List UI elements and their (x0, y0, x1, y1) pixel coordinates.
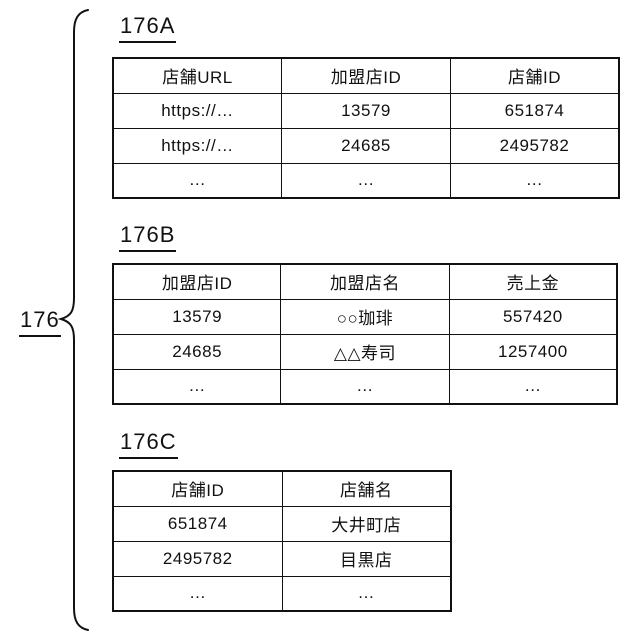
header-cell: 店舗URL (112, 57, 282, 94)
table-176b-label-text: 176B (119, 222, 177, 252)
data-cell: 13579 (280, 92, 451, 129)
data-cell: 13579 (112, 298, 282, 335)
data-cell: 24685 (112, 333, 282, 370)
data-cell: … (280, 368, 450, 405)
table-row: https://… 13579 651874 (112, 92, 620, 129)
data-cell: … (281, 575, 452, 612)
data-cell: △△寿司 (280, 333, 450, 370)
table-row: … … … (112, 368, 618, 405)
data-cell: 651874 (449, 92, 620, 129)
group-label: 176 (19, 307, 61, 337)
data-cell: … (112, 368, 282, 405)
header-cell: 加盟店ID (112, 263, 282, 300)
data-cell: 目黒店 (281, 540, 452, 577)
group-label-text: 176 (19, 307, 61, 337)
data-cell: 2495782 (449, 127, 620, 164)
table-176c-label-text: 176C (119, 429, 178, 459)
table-176c-label: 176C (119, 429, 178, 459)
table-176b: 加盟店ID 加盟店名 売上金 13579 ○○珈琲 557420 24685 △… (112, 263, 618, 405)
table-176c: 店舗ID 店舗名 651874 大井町店 2495782 目黒店 … … (112, 470, 452, 612)
data-cell: … (112, 162, 282, 199)
data-cell: https://… (112, 127, 282, 164)
table-row: … … (112, 575, 452, 612)
table-row: https://… 24685 2495782 (112, 127, 620, 164)
table-row: 2495782 目黒店 (112, 540, 452, 577)
table-row: 店舗ID 店舗名 (112, 470, 452, 507)
data-cell: 557420 (448, 298, 618, 335)
data-cell: … (112, 575, 283, 612)
table-176a: 店舗URL 加盟店ID 店舗ID https://… 13579 651874 … (112, 57, 620, 199)
data-cell: 24685 (280, 127, 451, 164)
data-cell: https://… (112, 92, 282, 129)
header-cell: 加盟店名 (280, 263, 450, 300)
data-cell: 2495782 (112, 540, 283, 577)
header-cell: 売上金 (448, 263, 618, 300)
table-row: 加盟店ID 加盟店名 売上金 (112, 263, 618, 300)
table-row: 店舗URL 加盟店ID 店舗ID (112, 57, 620, 94)
data-cell: … (280, 162, 451, 199)
data-cell: 1257400 (448, 333, 618, 370)
header-cell: 店舗名 (281, 470, 452, 507)
table-row: 24685 △△寿司 1257400 (112, 333, 618, 370)
table-176b-label: 176B (119, 222, 177, 252)
data-cell: … (448, 368, 618, 405)
table-row: 13579 ○○珈琲 557420 (112, 298, 618, 335)
table-row: … … … (112, 162, 620, 199)
header-cell: 加盟店ID (280, 57, 451, 94)
header-cell: 店舗ID (112, 470, 283, 507)
header-cell: 店舗ID (449, 57, 620, 94)
data-cell: 651874 (112, 505, 283, 542)
table-176a-label: 176A (119, 13, 177, 43)
table-row: 651874 大井町店 (112, 505, 452, 542)
table-176a-label-text: 176A (119, 13, 177, 43)
data-cell: … (449, 162, 620, 199)
data-cell: ○○珈琲 (280, 298, 450, 335)
data-cell: 大井町店 (281, 505, 452, 542)
